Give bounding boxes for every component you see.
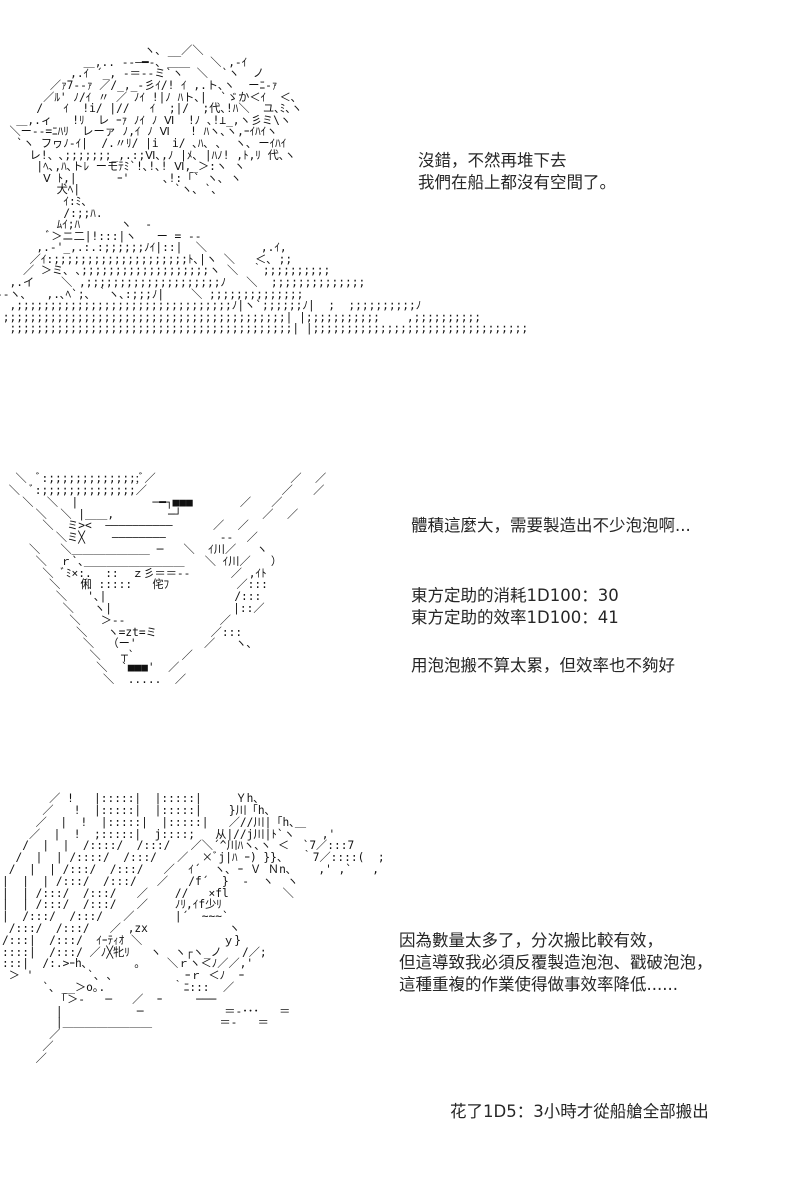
dialogue-text-2: 體積這麼大，需要製造出不少泡泡啊... [411,516,691,535]
ascii-art-panel-1: ヽ､ __／＼ ＿,.. -‐―━-､ ＿＿ ＼ ,-ｲ ,.ｲ ´_, ‐＝‐… [0,44,529,336]
ascii-art-panel-3: ／ ! |:::::| |:::::| Ｙh､ ／ ! |:::::| |:::… [2,792,385,1065]
dialogue-text-1: 沒錯，不然再堆下去 我們在船上都沒有空間了。 [418,151,616,192]
dialogue-text-4: 用泡泡搬不算太累，但效率也不夠好 [411,656,675,675]
dialogue-text-6: 花了1D5：3小時才從船艙全部搬出 [450,1102,709,1121]
dialogue-text-5: 因為數量太多了，分次搬比較有效， 但這導致我必須反覆製造泡泡、戳破泡泡， 這種重… [399,931,713,994]
dice-roll-results: 東方定助的消耗1D100：30 東方定助的效率1D100：41 [411,586,619,627]
ascii-art-panel-2: ＼ ﾞ:;;;;;;;;;;;;;;ﾞ／ ／ ／ ＼ ﾞ:;;;;;;;;;;;… [8,472,327,686]
